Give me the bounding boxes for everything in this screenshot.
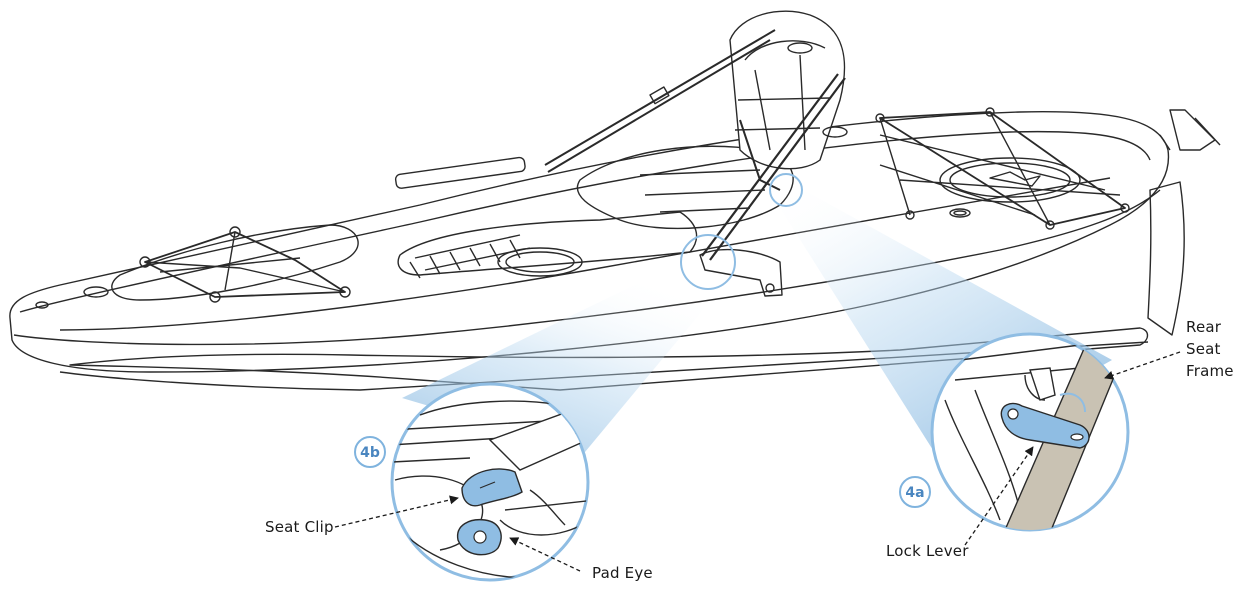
- badge-4b-text: 4b: [360, 445, 380, 461]
- kayak-hull: [9, 10, 1221, 391]
- focus-circle-seat-clip: [680, 234, 736, 290]
- focus-circle-lock-lever: [769, 173, 803, 207]
- leader-rear-seat-frame: [1104, 351, 1181, 380]
- leader-lines: [334, 351, 1181, 572]
- leader-pad-eye: [509, 537, 581, 572]
- label-lock-lever: Lock Lever: [886, 542, 969, 560]
- label-pad-eye: Pad Eye: [592, 564, 653, 582]
- badge-4a: 4a: [899, 476, 931, 508]
- label-rear-seat-frame-line1: Rear: [1186, 318, 1222, 336]
- badge-4b: 4b: [354, 436, 386, 468]
- leader-seat-clip: [334, 495, 459, 528]
- label-seat-clip: Seat Clip: [265, 518, 334, 536]
- label-rear-seat-frame-line3: Frame: [1186, 362, 1234, 380]
- seat-clip-highlight: [461, 468, 523, 507]
- lock-lever-highlight: [1000, 402, 1090, 449]
- leader-lock-lever: [964, 446, 1034, 546]
- label-rear-seat-frame-line2: Seat: [1186, 340, 1221, 358]
- badge-4a-text: 4a: [905, 485, 924, 501]
- detail-circle-4a: [930, 332, 1130, 532]
